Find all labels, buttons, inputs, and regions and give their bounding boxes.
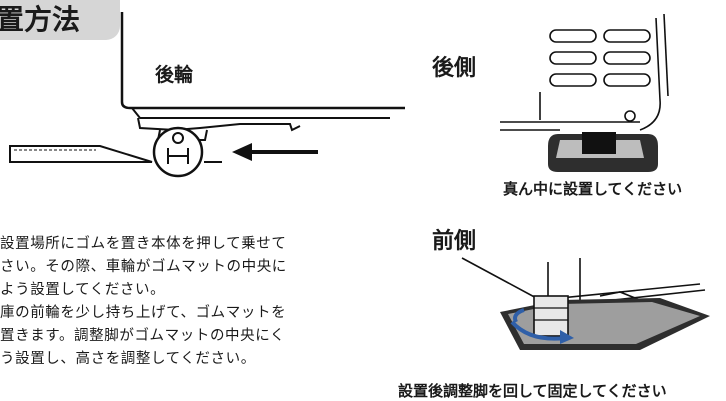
instruction-line: よう設置してください。 <box>0 282 166 298</box>
caption-center-placement: 真ん中に設置してください <box>503 180 683 198</box>
instructions-text: 設置場所にゴムを置き本体を押して乗せて さい。その際、車輪がゴムマットの中央に … <box>0 233 370 371</box>
instruction-line: 庫の前輪を少し持ち上げて、ゴムマットを <box>0 305 287 321</box>
label-front-side: 前側 <box>432 229 477 254</box>
instruction-line: さい。その際、車輪がゴムマットの中央に <box>0 259 287 275</box>
instruction-line: 設置場所にゴムを置き本体を押して乗せて <box>0 236 287 252</box>
caption-fix-adjuster: 設置後調整脚を回して固定してください <box>398 382 667 400</box>
label-rear-wheel: 後輪 <box>155 64 194 86</box>
instruction-line: う設置し、高さを調整してください。 <box>0 351 256 367</box>
label-rear-side: 後側 <box>432 56 477 81</box>
section-title: 置方法 <box>0 0 120 40</box>
instruction-line: 置きます。調整脚がゴムマットの中央にく <box>0 328 286 344</box>
